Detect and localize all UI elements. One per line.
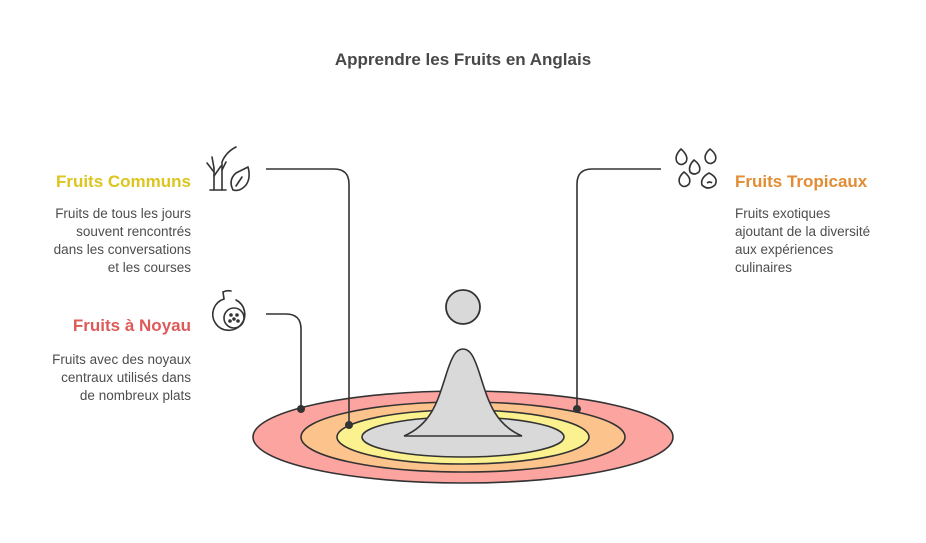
description-line: Fruits de tous les jours: [55, 206, 191, 221]
center-head: [445, 289, 481, 325]
description-line: ajoutant de la diversité: [735, 224, 871, 239]
description-line: Fruits avec des noyaux: [52, 352, 191, 367]
connector-fruits-a-noyau: [266, 313, 302, 409]
plants-icon: [206, 146, 250, 192]
description-line: Fruits exotiques: [735, 206, 831, 221]
description-line: centraux utilisés dans: [61, 370, 191, 385]
description-line: et les courses: [107, 260, 191, 275]
stone-fruit-icon: [211, 289, 246, 332]
connector-dot: [573, 405, 581, 413]
description-fruits-a-noyau: Fruits avec des noyaux centraux utilisés…: [20, 351, 191, 405]
connector-fruits-communs: [266, 168, 350, 425]
description-fruits-communs: Fruits de tous les jours souvent rencont…: [20, 205, 191, 277]
description-line: de nombreux plats: [79, 388, 191, 403]
description-fruits-tropicaux: Fruits exotiques ajoutant de la diversit…: [735, 205, 915, 277]
label-fruits-communs: Fruits Communs: [55, 172, 191, 191]
description-line: dans les conversations: [53, 242, 191, 257]
description-line: souvent rencontrés: [76, 224, 191, 239]
label-fruits-a-noyau: Fruits à Noyau: [72, 316, 191, 335]
connector-dot: [345, 421, 353, 429]
description-line: aux expériences: [735, 242, 834, 257]
connector-dot: [297, 405, 305, 413]
diagram-title: Apprendre les Fruits en Anglais: [334, 50, 592, 69]
description-line: culinaires: [735, 260, 793, 275]
label-fruits-tropicaux: Fruits Tropicaux: [735, 172, 868, 191]
center-figure: [403, 348, 523, 437]
connector-fruits-tropicaux: [576, 168, 661, 409]
seeds-icon: [675, 148, 717, 189]
